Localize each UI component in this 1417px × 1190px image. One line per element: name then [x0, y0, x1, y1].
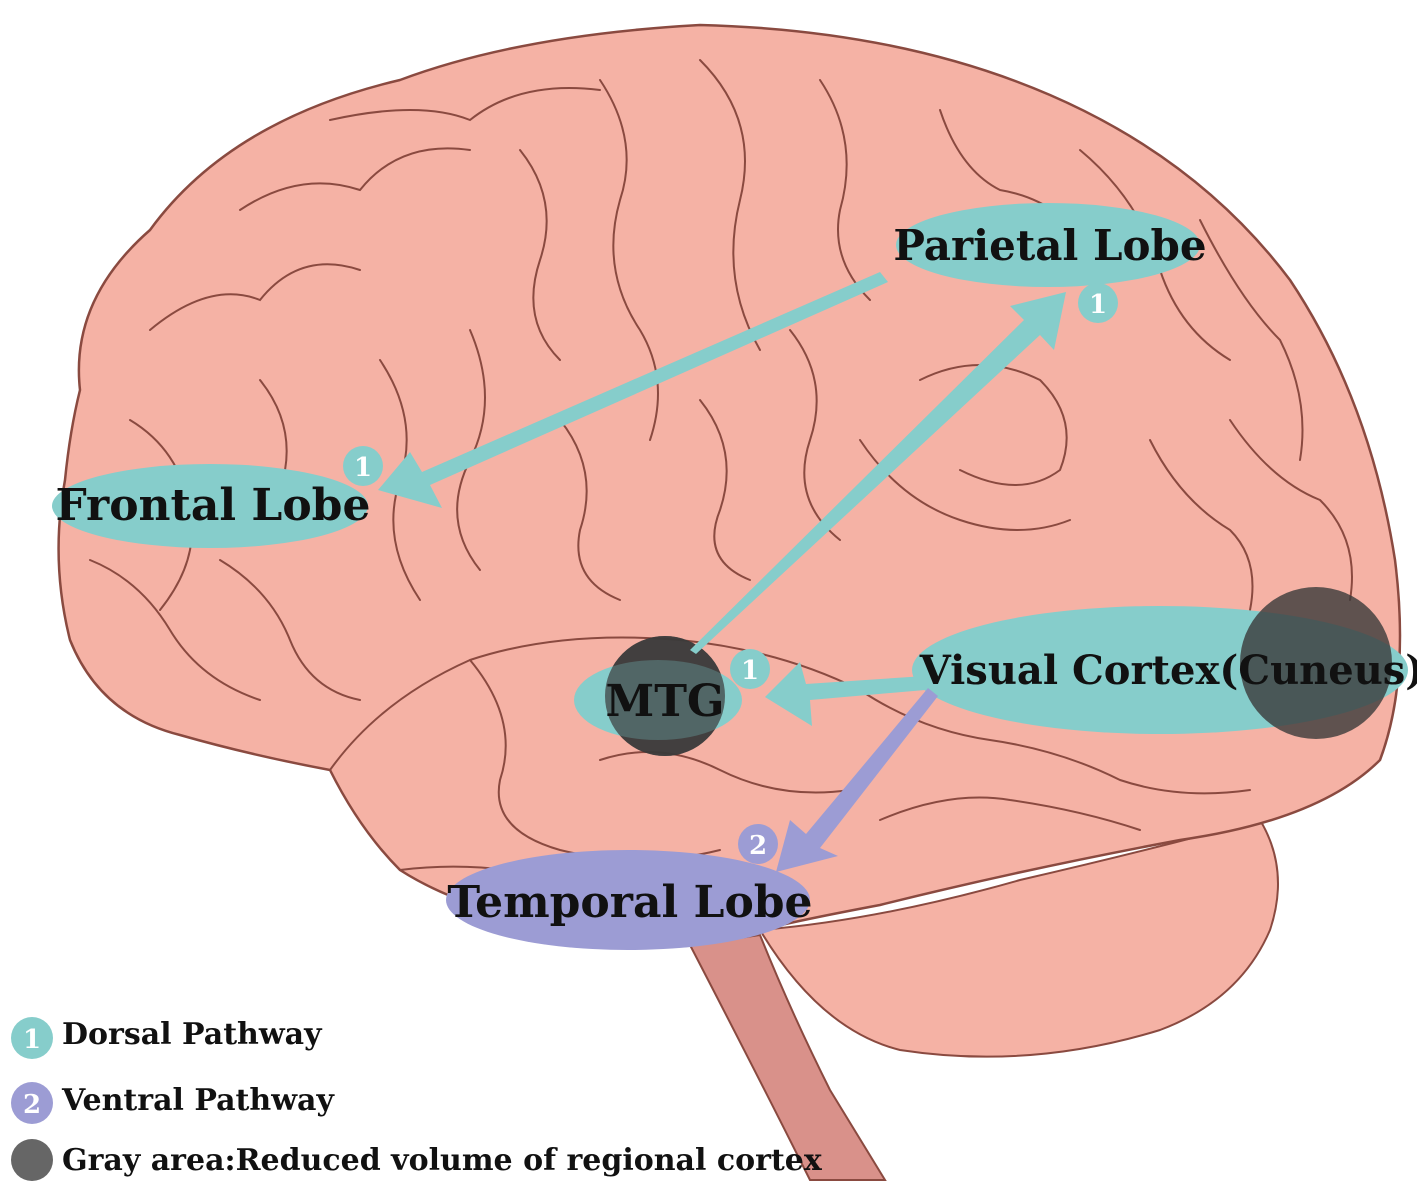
- label-visual-cortex: Visual Cortex(Cuneus): [919, 647, 1417, 694]
- badge-mtg: [730, 649, 770, 689]
- arrow-parietal-to-frontal: [378, 272, 888, 508]
- label-frontal-lobe: Frontal Lobe: [56, 480, 371, 531]
- arrow-visual-to-mtg: [765, 662, 925, 726]
- badge-frontal: [343, 446, 383, 486]
- label-temporal-lobe: Temporal Lobe: [447, 877, 812, 928]
- parietal-lobe-ellipse: [896, 203, 1200, 287]
- legend-dorsal-num: 1: [23, 1025, 41, 1055]
- arrow-mtg-to-parietal: [690, 292, 1066, 654]
- badge-temporal-num: 2: [749, 831, 767, 861]
- legend-ventral-marker: [11, 1082, 53, 1124]
- legend-gray-label: Gray area:Reduced volume of regional cor…: [62, 1143, 823, 1178]
- temporal-lobe-ellipse: [446, 850, 810, 950]
- legend-dorsal-label: Dorsal Pathway: [62, 1017, 323, 1052]
- brain-stem: [688, 933, 887, 1181]
- gray-area-mtg-overlay: [605, 636, 725, 756]
- legend-ventral-label: Ventral Pathway: [61, 1083, 335, 1118]
- legend-dorsal-marker: [11, 1017, 53, 1059]
- legend-ventral-num: 2: [23, 1090, 41, 1120]
- label-parietal-lobe: Parietal Lobe: [893, 221, 1206, 270]
- cerebellum: [758, 818, 1279, 1058]
- badge-frontal-num: 1: [354, 453, 372, 483]
- badge-temporal: [738, 824, 778, 864]
- label-mtg: MTG: [605, 676, 724, 727]
- legend: 1 Dorsal Pathway 2 Ventral Pathway Gray …: [11, 1017, 823, 1181]
- frontal-lobe-ellipse: [52, 464, 368, 548]
- arrow-visual-to-temporal: [776, 688, 938, 872]
- badge-parietal-num: 1: [1089, 290, 1107, 320]
- legend-gray-marker: [11, 1139, 53, 1181]
- gray-area-cuneus: [1240, 587, 1392, 739]
- badge-parietal: [1078, 283, 1118, 323]
- badge-mtg-num: 1: [741, 656, 759, 686]
